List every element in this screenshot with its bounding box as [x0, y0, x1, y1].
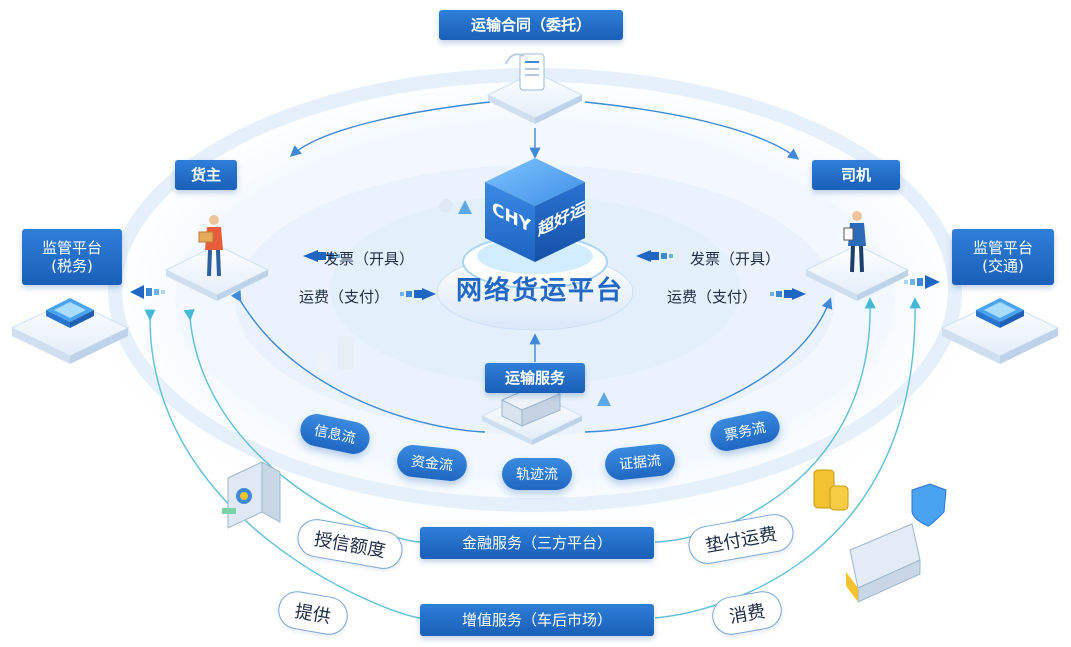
- contract-label: 运输合同（委托）: [439, 10, 623, 40]
- traffic-platform-label: 监管平台 (交通): [952, 229, 1054, 285]
- finance-service-label: 金融服务（三方平台）: [420, 527, 654, 559]
- traffic-platform-line1: 监管平台: [972, 239, 1033, 257]
- right-freight-label: 运费（支付）: [667, 288, 758, 306]
- platform-title: 网络货运平台: [456, 276, 625, 306]
- left-invoice-arrow-icon: [303, 250, 340, 262]
- to-traffic-arrow-icon: [904, 275, 940, 289]
- tax-platform-line2: (税务): [51, 257, 93, 275]
- tax-platform-line1: 监管平台: [41, 239, 102, 257]
- left-freight-arrow-icon: [400, 288, 436, 300]
- tax-platform-label: 监管平台 (税务): [22, 229, 122, 285]
- left-invoice-label: 发票（开具）: [324, 250, 415, 268]
- traffic-platform-chip-icon: [940, 298, 1060, 364]
- flow-pill-trajectory: 轨迹流: [502, 458, 572, 490]
- platform-cube-icon: [436, 158, 634, 331]
- right-freight-arrow-icon: [770, 288, 806, 300]
- right-invoice-label: 发票（开具）: [690, 250, 781, 268]
- driver-label: 司机: [812, 160, 900, 190]
- tax-platform-chip-icon: [10, 298, 130, 364]
- delivery-truck-icon: [846, 523, 921, 603]
- coins-icon: [813, 469, 849, 511]
- transport-service-label: 运输服务: [485, 363, 585, 393]
- to-tax-arrow-icon: [130, 285, 165, 299]
- shipper-label: 货主: [175, 160, 237, 190]
- shield-icon: [911, 483, 947, 527]
- right-invoice-arrow-icon: [636, 250, 673, 262]
- shipper-figure-icon: [164, 215, 270, 301]
- atm-machine-icon: [222, 461, 281, 529]
- traffic-platform-line2: (交通): [982, 257, 1024, 275]
- contract-document-icon: [486, 53, 584, 124]
- left-freight-label: 运费（支付）: [299, 288, 390, 306]
- driver-figure-icon: [804, 211, 910, 301]
- value-added-service-label: 增值服务（车后市场）: [420, 604, 654, 636]
